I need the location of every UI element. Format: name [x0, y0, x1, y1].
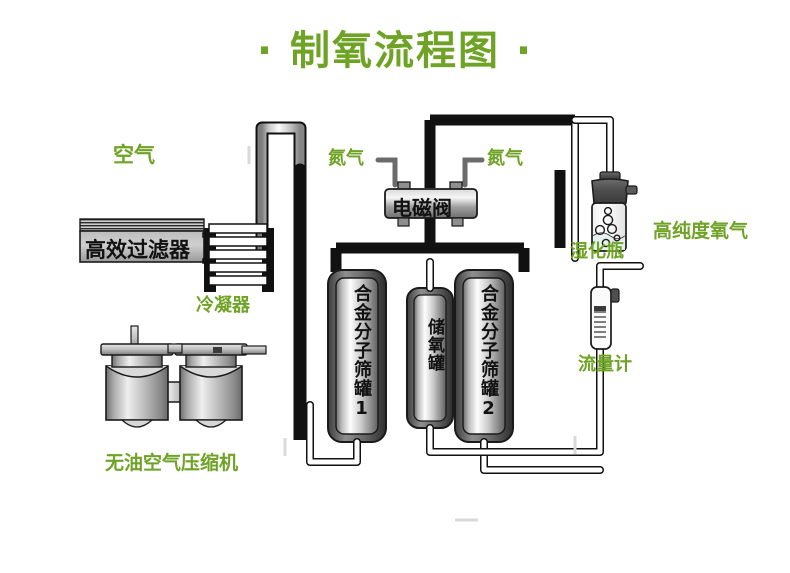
- nitrogen-vent-pipes: [375, 157, 485, 188]
- label-high-purity-oxygen: 高纯度氧气: [653, 220, 749, 242]
- humidifier-bottle-graphic: [591, 171, 638, 252]
- label-humidifier: 湿化瓶: [570, 241, 624, 262]
- oil-free-air-compressor-graphic: [100, 325, 267, 428]
- watermark: ·: [779, 555, 782, 563]
- device-label-oxygen-storage-tank: 储氧罐: [424, 318, 444, 372]
- flow-meter-graphic: [590, 286, 620, 350]
- label-compressor: 无油空气压缩机: [105, 452, 239, 474]
- condenser-graphic: [202, 223, 274, 292]
- page-title: · 制氧流程图 ·: [256, 28, 534, 74]
- sieve-tank-1-graphic: [327, 269, 387, 443]
- high-efficiency-filter-graphic: [79, 218, 205, 263]
- device-label-solenoid-valve: 电磁阀: [392, 196, 452, 220]
- pipe-network-lower: [306, 116, 644, 474]
- registration-ticks: [247, 146, 577, 522]
- solenoid-valve-graphic: [384, 181, 478, 227]
- label-air: 空气: [113, 143, 155, 167]
- label-nitrogen-right: 氮气: [487, 148, 523, 169]
- pipe-network-upper: [255, 114, 575, 440]
- device-label-filter: 高效过滤器: [85, 238, 190, 262]
- device-label-sieve-tank-1: 合金分子筛罐1: [351, 284, 372, 420]
- device-label-sieve-tank-2: 合金分子筛罐2: [478, 284, 499, 420]
- label-nitrogen-left: 氮气: [328, 148, 364, 169]
- oxygen-storage-tank-graphic: [406, 287, 454, 429]
- label-condenser: 冷凝器: [196, 295, 250, 316]
- label-flow-meter: 流量计: [578, 354, 632, 375]
